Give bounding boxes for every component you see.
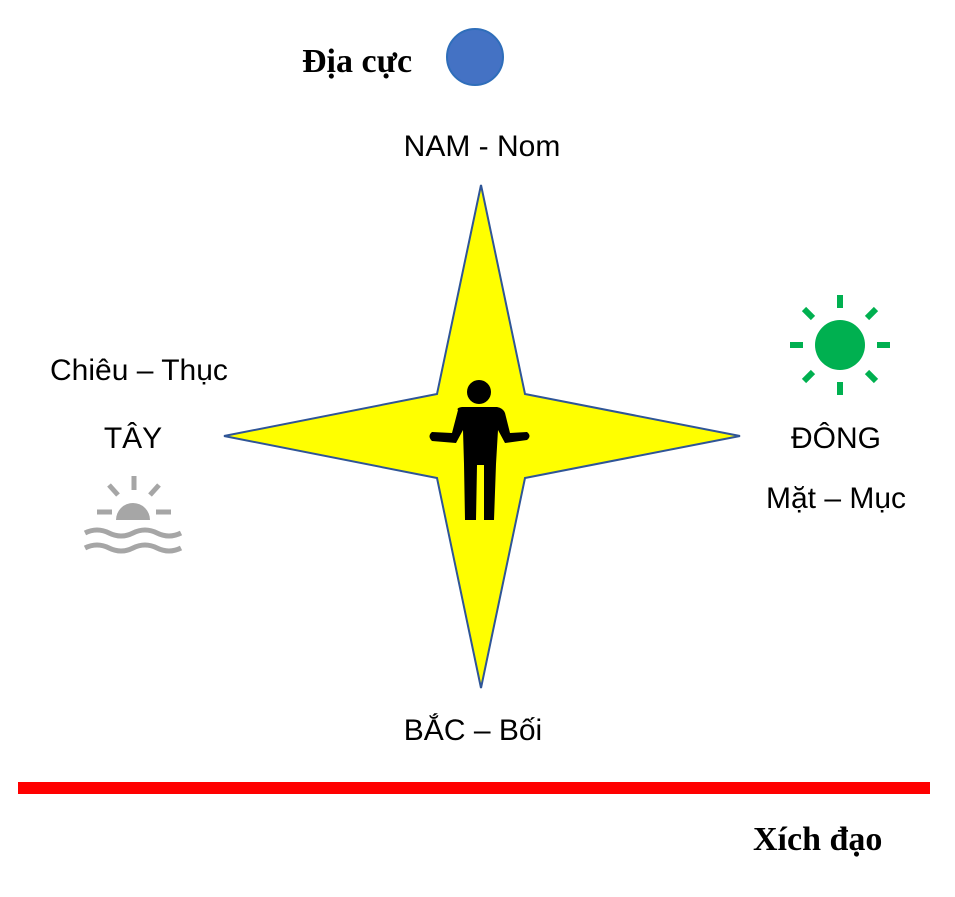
- pole-circle-icon: [446, 28, 504, 86]
- sunset-icon: [83, 476, 183, 554]
- person-icon: [429, 380, 530, 520]
- west-label: TÂY: [104, 422, 162, 455]
- east-label: ĐÔNG: [791, 421, 881, 455]
- equator-line: [18, 782, 930, 794]
- sun-icon: [790, 295, 890, 395]
- north-label: BẮC – Bối: [404, 713, 542, 747]
- equator-label: Xích đạo: [753, 821, 882, 858]
- west-sub-label: Chiêu – Thục: [50, 354, 228, 387]
- pole-label: Địa cực: [302, 43, 412, 80]
- south-label: NAM - Nom: [404, 130, 561, 163]
- east-sub-label: Mặt – Mục: [766, 482, 906, 515]
